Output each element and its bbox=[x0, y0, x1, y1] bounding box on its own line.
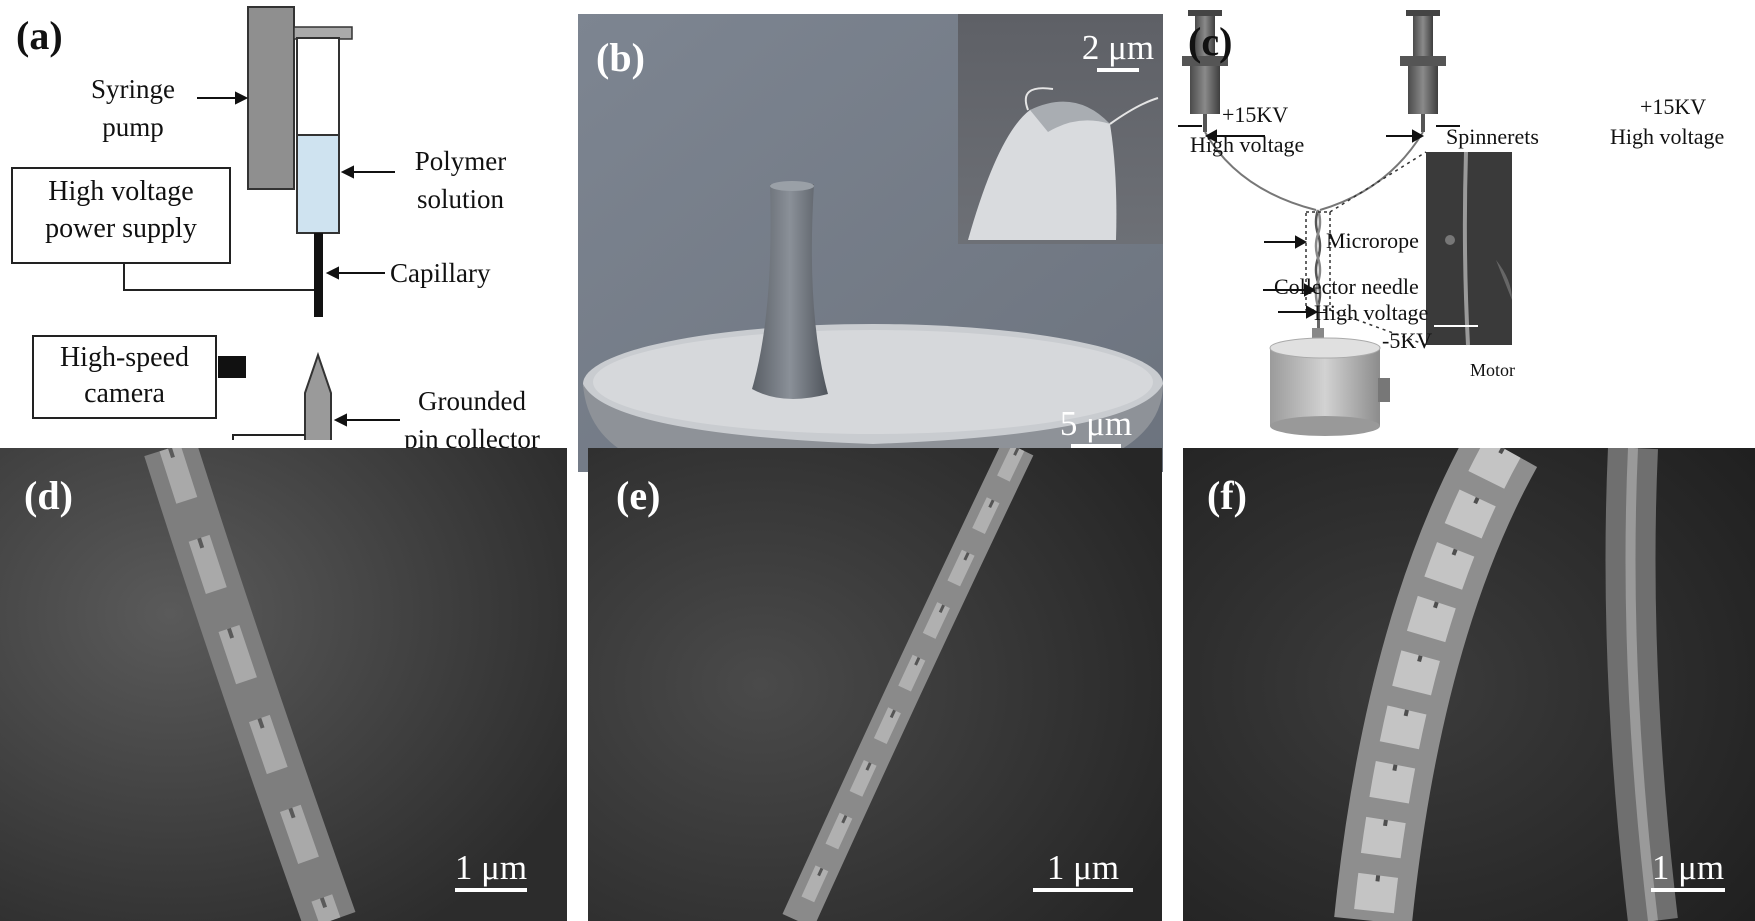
microtube-pillar bbox=[752, 184, 828, 399]
voltage-right-label: +15KV bbox=[1640, 94, 1707, 119]
syringe-pump-block bbox=[247, 6, 295, 190]
panel-c-inset bbox=[1426, 152, 1512, 345]
main-scale-text: 5 μm bbox=[1059, 404, 1133, 443]
panel-d: (d) 1 μm bbox=[0, 448, 567, 921]
polymer-solution-fill bbox=[298, 135, 338, 232]
left-jet bbox=[1204, 131, 1317, 211]
panel-f: (f) 1 μm bbox=[1183, 448, 1755, 921]
panel-d-scale: 1 μm bbox=[445, 848, 537, 892]
panel-e: (e) 1 μm bbox=[588, 448, 1162, 921]
hv-wire bbox=[123, 264, 314, 291]
grounded-pin-collector-label: Grounded pin collector bbox=[404, 386, 540, 454]
panel-c: (c) +15KV High voltage +15KV High voltag… bbox=[1178, 0, 1755, 440]
panel-c-schematic bbox=[1178, 10, 1512, 436]
capillary-label: Capillary bbox=[390, 258, 491, 288]
camera-lens bbox=[218, 356, 246, 378]
hv-left-label: High voltage bbox=[1190, 132, 1305, 157]
high-voltage-label: High voltage bbox=[1314, 300, 1429, 325]
panel-e-sem-image bbox=[588, 448, 1162, 921]
panel-b-scale: 5 μm bbox=[1046, 404, 1146, 448]
panel-b-label: (b) bbox=[596, 35, 645, 80]
microrope-label: Microrope bbox=[1326, 228, 1419, 253]
polymer-solution-label: Polymer solution bbox=[414, 146, 507, 214]
panel-f-sem-image bbox=[1183, 448, 1755, 921]
right-jet bbox=[1319, 131, 1424, 211]
panel-d-sem-image bbox=[0, 448, 567, 921]
neg-voltage-label: -5KV bbox=[1382, 328, 1433, 353]
motor-label: Motor bbox=[1470, 360, 1515, 380]
voltage-left-label: +15KV bbox=[1222, 102, 1289, 127]
panel-b-inset-scale: 2 μm bbox=[1078, 28, 1158, 72]
panel-a: (a) Syringe pump Polymer solution High v… bbox=[0, 0, 560, 454]
collector-needle-label: Collector needle bbox=[1274, 274, 1419, 299]
panel-c-inset-scale: 50 μm bbox=[1628, 302, 1668, 318]
collector-needle bbox=[1317, 306, 1320, 328]
panel-f-scale: 1 μm bbox=[1638, 848, 1738, 892]
right-syringe bbox=[1400, 10, 1446, 132]
capillary-tube bbox=[314, 233, 323, 317]
panel-f-label: (f) bbox=[1207, 473, 1247, 518]
high-speed-camera-box: High-speed camera bbox=[32, 335, 217, 419]
syringe-pump-label: Syringe pump bbox=[91, 74, 175, 142]
panel-b: (b) 2 μm 5 μm bbox=[578, 14, 1163, 472]
hv-power-supply-box: High voltage power supply bbox=[11, 167, 231, 264]
panel-e-scale: 1 μm bbox=[1028, 848, 1138, 892]
panel-e-label: (e) bbox=[616, 473, 661, 518]
d-scale-text: 1 μm bbox=[454, 848, 528, 887]
panel-a-label: (a) bbox=[16, 13, 63, 58]
panel-c-label: (c) bbox=[1188, 19, 1233, 64]
panel-d-label: (d) bbox=[24, 473, 73, 518]
spinnerets-label: Spinnerets bbox=[1446, 124, 1539, 149]
f-scale-text: 1 μm bbox=[1651, 848, 1725, 887]
left-syringe bbox=[1182, 10, 1228, 132]
panel-a-schematic bbox=[123, 6, 400, 440]
pin-collector bbox=[304, 351, 332, 440]
inset-scale-text: 2 μm bbox=[1081, 28, 1155, 67]
hv-right-label: High voltage bbox=[1610, 124, 1725, 149]
motor bbox=[1269, 337, 1390, 436]
e-scale-text: 1 μm bbox=[1046, 848, 1120, 887]
